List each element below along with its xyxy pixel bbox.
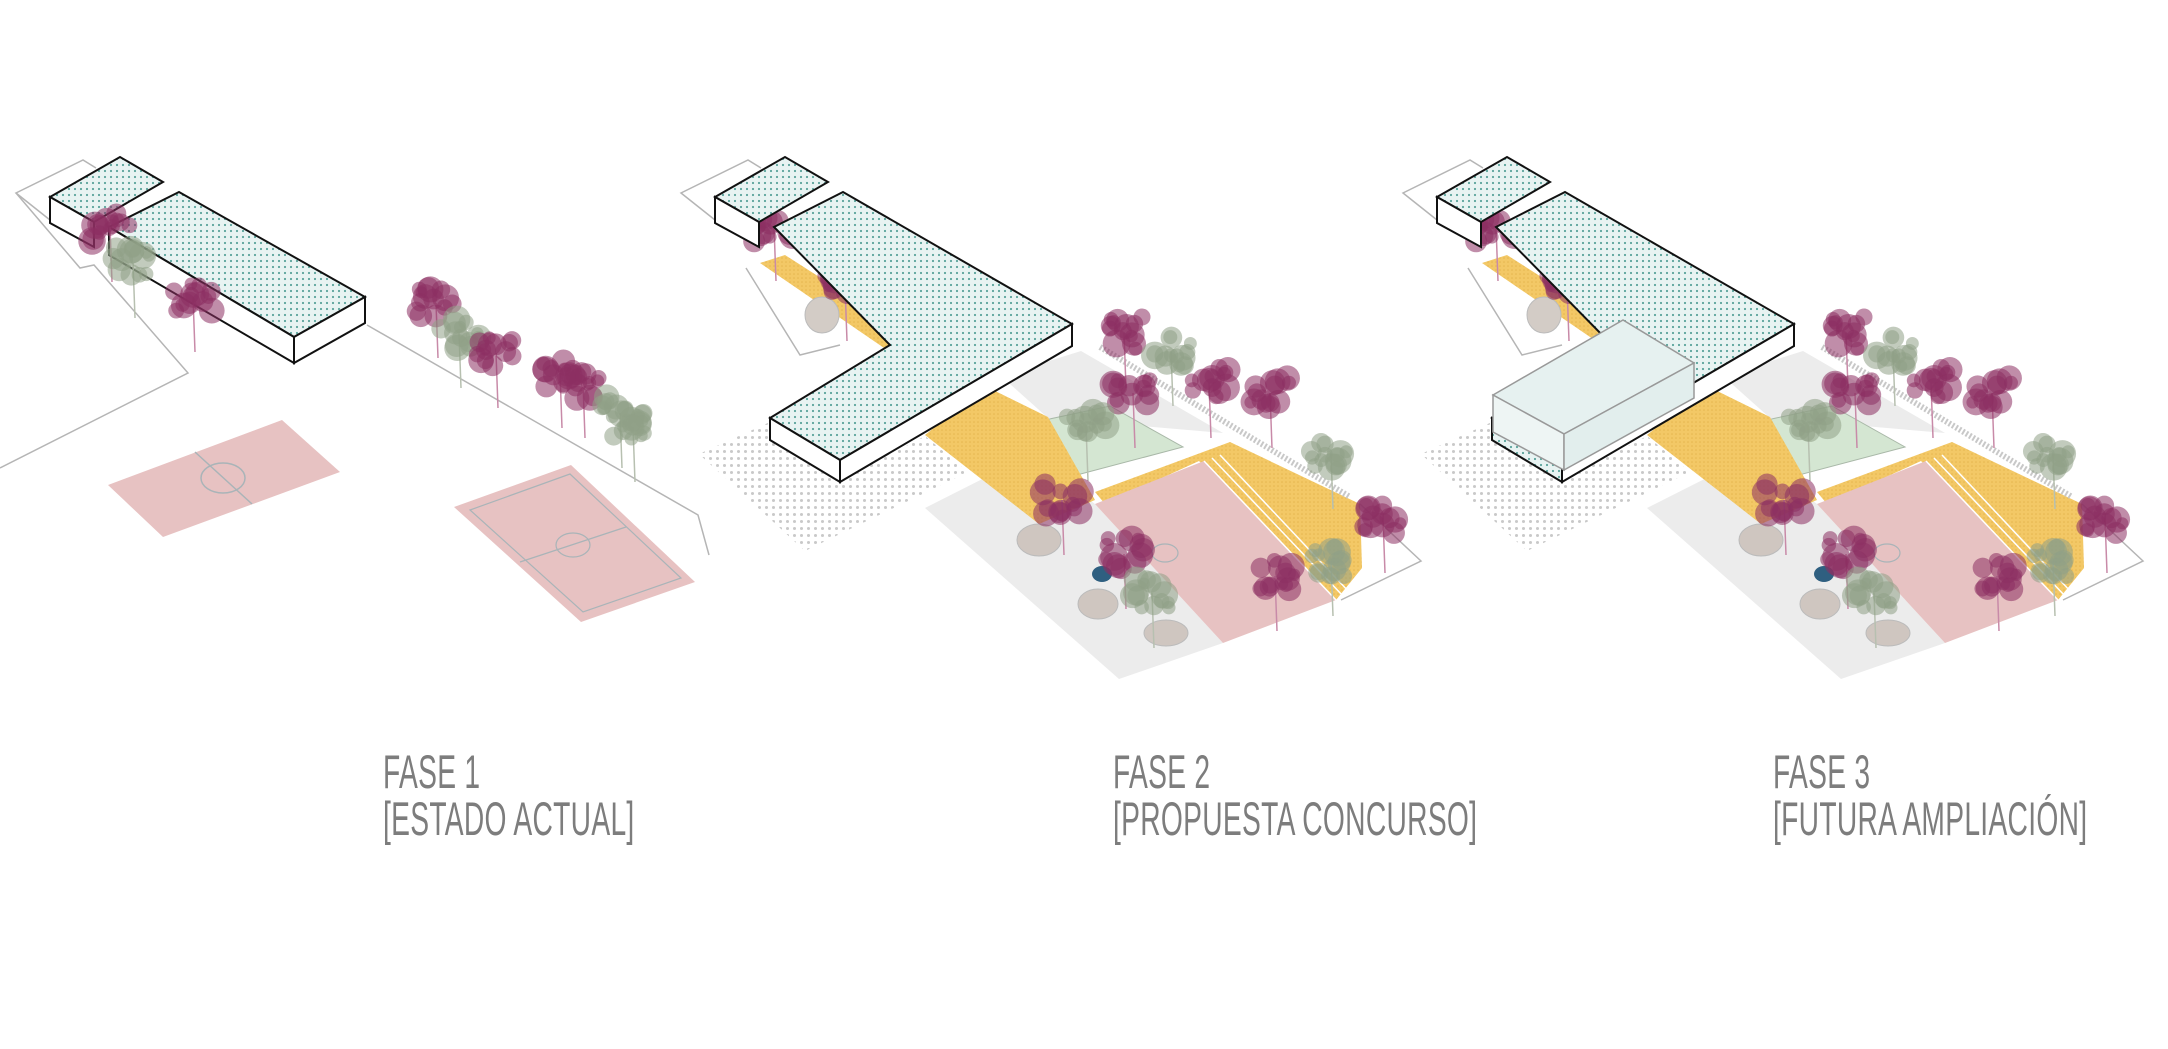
phase-1-drawing (0, 155, 710, 622)
phase-2-label: FASE 2 [PROPUESTA CONCURSO] (1113, 748, 1477, 842)
phase-3-school-building (1434, 155, 1796, 484)
play-mound (1077, 588, 1119, 620)
school-building (47, 155, 368, 365)
green-tree (1300, 432, 1355, 510)
phase-3-label: FASE 3 [FUTURA AMPLIACIÓN] (1773, 748, 2087, 842)
phase-1-label: FASE 1 [ESTADO ACTUAL] (383, 748, 635, 842)
phase-title: FASE 1 (383, 745, 481, 798)
flowering-tree (1100, 308, 1151, 389)
phase-subtitle: [ESTADO ACTUAL] (383, 792, 635, 845)
flowering-tree (1184, 357, 1241, 439)
site-outline (0, 192, 190, 469)
flowering-tree (468, 331, 522, 409)
flowering-tree (1099, 370, 1160, 449)
green-tree (604, 401, 653, 483)
flowering-tree (1029, 473, 1094, 556)
future-extension-volume (1491, 319, 1696, 472)
yellow-band (1095, 442, 1362, 600)
green-tree (102, 235, 157, 319)
flowering-tree (78, 203, 138, 283)
play-mound (1016, 523, 1062, 557)
football-court (454, 465, 695, 622)
flowering-tree (1354, 495, 1409, 574)
phase-2-school-building (712, 155, 1074, 484)
flowering-tree (406, 276, 462, 359)
play-mound (1143, 619, 1189, 647)
green-tree (1304, 537, 1353, 617)
play-mound (804, 296, 840, 334)
flowering-tree (1240, 365, 1300, 449)
site-outline (366, 324, 710, 556)
site-outline (14, 159, 97, 221)
flowering-tree (1250, 552, 1305, 632)
green-tree (1119, 566, 1179, 649)
paved-ground (925, 455, 1223, 679)
basketball-court (108, 420, 340, 537)
gravel-plaza (699, 422, 968, 551)
flowering-tree (165, 277, 225, 353)
phase-subtitle: [FUTURA AMPLIACIÓN] (1773, 792, 2088, 845)
phase-subtitle: [PROPUESTA CONCURSO] (1113, 792, 1478, 845)
green-tree (1141, 326, 1197, 407)
phase-title: FASE 3 (1773, 745, 1871, 798)
green-tree (1058, 398, 1120, 482)
fence (1098, 344, 1352, 500)
site-outline (679, 159, 762, 221)
phase-title: FASE 2 (1113, 745, 1211, 798)
flowering-tree (553, 359, 607, 439)
site-outline (745, 267, 841, 356)
